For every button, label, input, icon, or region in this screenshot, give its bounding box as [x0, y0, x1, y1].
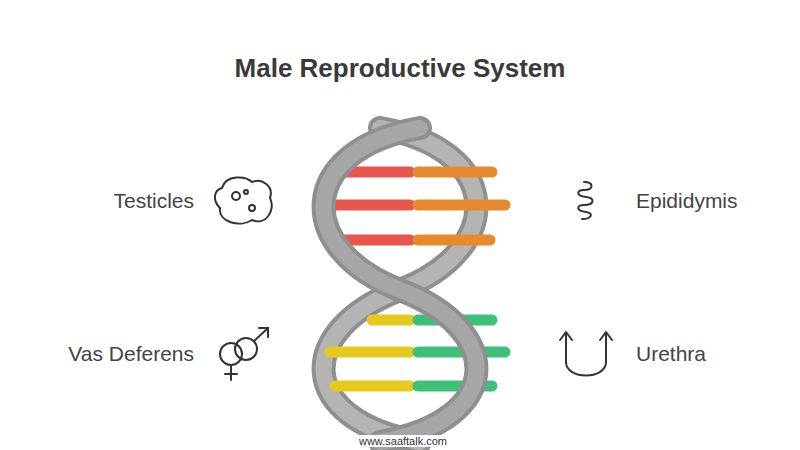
urethra-icon: [560, 332, 612, 376]
vas-deferens-icon: [220, 328, 268, 380]
helix-front-strand: [324, 128, 477, 442]
part-label: Urethra: [636, 342, 706, 366]
diagram-title: Male Reproductive System: [235, 53, 566, 84]
part-label: Vas Deferens: [68, 342, 194, 366]
testicles-icon: [215, 177, 272, 223]
part-label: Testicles: [113, 189, 194, 213]
watermark: www.saaftalk.com: [356, 435, 450, 447]
epididymis-icon: [578, 182, 592, 219]
part-label: Epididymis: [636, 189, 738, 213]
